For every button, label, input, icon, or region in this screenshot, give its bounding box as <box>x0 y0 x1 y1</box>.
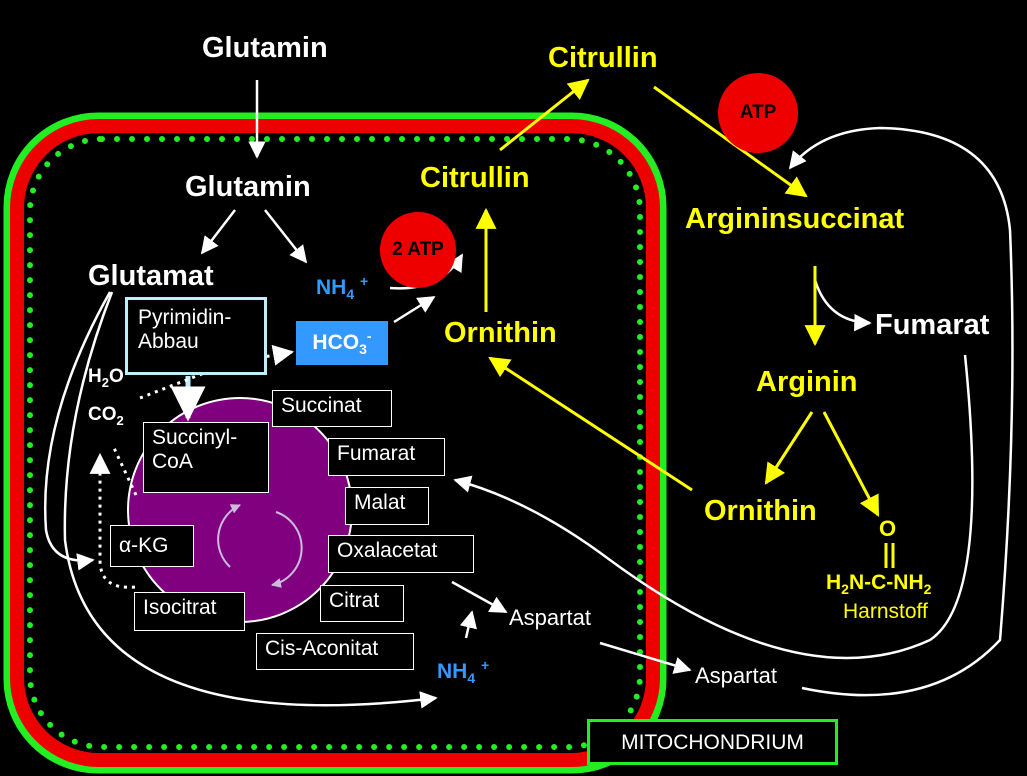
membrane-dots <box>27 136 643 750</box>
hco3-label: HCO3- <box>312 328 372 358</box>
atp-2-circle: 2 ATP <box>380 212 456 288</box>
tca-rotation-arrow-2 <box>271 511 303 588</box>
aspartat-inner-label: Aspartat <box>509 605 591 630</box>
citrullin-inner-label: Citrullin <box>420 162 530 194</box>
aspartat-outer-label: Aspartat <box>695 663 777 688</box>
hco3-box: HCO3- <box>296 321 388 365</box>
inner-membrane <box>10 119 660 767</box>
cis-aconitat-box: Cis-Aconitat <box>256 633 414 670</box>
urea-formula-label: H2N-C-NH2 <box>826 571 932 598</box>
citrullin-outer-label: Citrullin <box>548 42 658 74</box>
succinyl-line-1: Succinyl- <box>152 426 238 449</box>
malat-box: Malat <box>345 487 429 525</box>
pyrimidin-line-2: Abbau <box>138 330 199 354</box>
nh4-bottom-label: NH4 + <box>437 657 490 687</box>
citrat-box: Citrat <box>320 585 404 622</box>
pyrimidin-line-1: Pyrimidin- <box>138 306 232 329</box>
ornithin-inner-label: Ornithin <box>444 317 557 349</box>
pyrimidin-abbau-box: Pyrimidin- Abbau <box>125 297 267 375</box>
argininsuccinat-label: Argininsuccinat <box>685 203 905 235</box>
h2o-label: H2O <box>88 366 124 390</box>
fumarat-inner-box: Fumarat <box>328 438 445 476</box>
alpha-kg-box: α-KG <box>110 525 194 567</box>
fumarat-outer-label: Fumarat <box>875 309 990 341</box>
oxalacetat-box: Oxalacetat <box>328 535 474 573</box>
ornithin-outer-label: Ornithin <box>704 495 817 527</box>
isocitrat-box: Isocitrat <box>134 592 245 631</box>
arginin-label: Arginin <box>756 366 858 398</box>
outer-membrane <box>3 112 667 774</box>
succinat-box: Succinat <box>272 390 392 427</box>
mitochondrium-label: MITOCHONDRIUM <box>621 730 804 754</box>
succinyl-coa-box: Succinyl- CoA <box>143 422 269 493</box>
glutamat-label: Glutamat <box>88 260 214 292</box>
mitochondrium-label-box: MITOCHONDRIUM <box>587 719 838 765</box>
succinyl-line-2: CoA <box>152 450 193 474</box>
nh4-top-label: NH4 + <box>316 273 369 303</box>
glutamin-inner-label: Glutamin <box>185 171 311 203</box>
urea-oxygen-label: O <box>879 516 897 541</box>
atp-2-label: 2 ATP <box>392 239 444 260</box>
tca-rotation-arrow-1 <box>217 504 241 568</box>
atp-label: ATP <box>739 102 777 123</box>
atp-circle: ATP <box>718 73 798 153</box>
harnstoff-label: Harnstoff <box>843 600 928 623</box>
co2-label: CO2 <box>88 404 124 428</box>
glutamin-top-label: Glutamin <box>202 32 328 64</box>
